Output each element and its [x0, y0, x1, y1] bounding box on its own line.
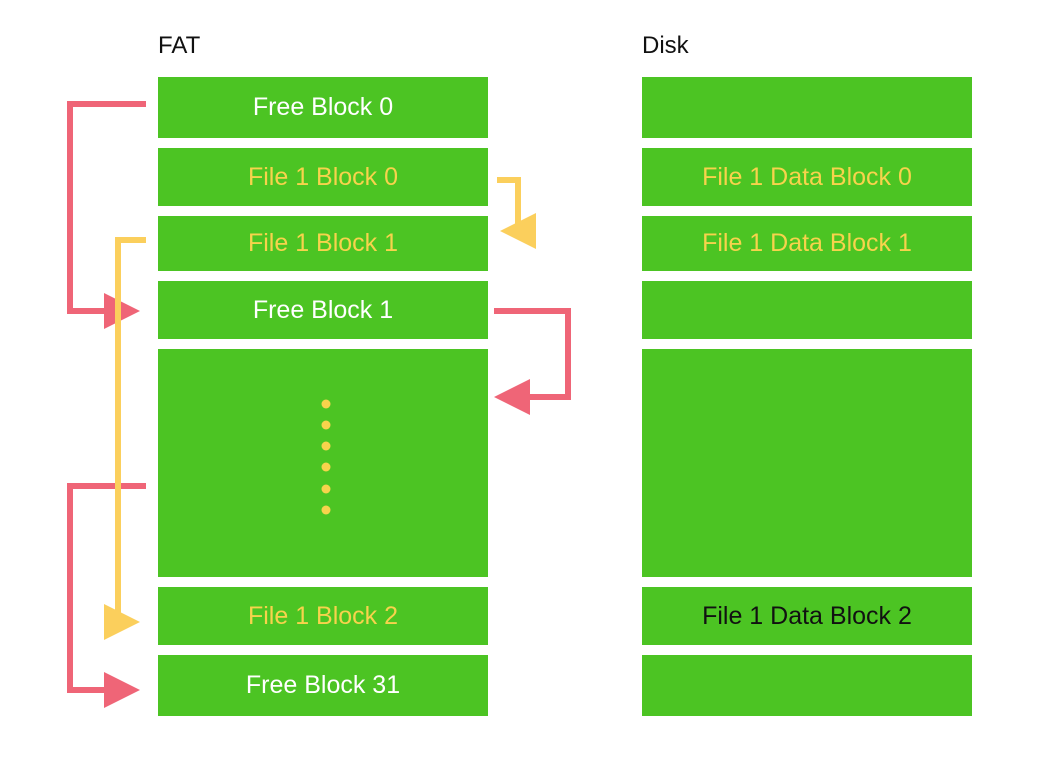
disk-block-5: File 1 Data Block 2	[642, 587, 972, 645]
fat-block-gap	[158, 349, 488, 577]
ellipsis-dot	[321, 462, 331, 472]
ellipsis-dot	[321, 399, 331, 409]
ellipsis-dots	[321, 399, 331, 515]
fat-block-1: File 1 Block 0	[158, 148, 488, 206]
fat-block-5: File 1 Block 2	[158, 587, 488, 645]
fat-column-title: FAT	[158, 32, 201, 59]
fat-block-6: Free Block 31	[158, 655, 488, 716]
disk-block-1: File 1 Data Block 0	[642, 148, 972, 206]
disk-block-gap	[642, 349, 972, 577]
ellipsis-dot	[321, 420, 331, 430]
fat-block-0: Free Block 0	[158, 77, 488, 138]
file-chain-arrow-1-to-2	[104, 237, 146, 640]
disk-block-2: File 1 Data Block 1	[642, 216, 972, 271]
disk-block-3	[642, 281, 972, 339]
disk-block-0	[642, 77, 972, 138]
free-chain-arrow-gap-to-31	[67, 483, 146, 708]
disk-block-6	[642, 655, 972, 716]
ellipsis-dot	[321, 505, 331, 515]
ellipsis-dot	[321, 441, 331, 451]
file-chain-arrow-0-to-1	[497, 177, 536, 249]
disk-column-title: Disk	[642, 32, 689, 59]
fat-block-3: Free Block 1	[158, 281, 488, 339]
free-chain-arrow-1-to-gap	[494, 308, 571, 415]
ellipsis-dot	[321, 484, 331, 494]
free-chain-arrow-0-to-1	[67, 101, 146, 329]
fat-block-2: File 1 Block 1	[158, 216, 488, 271]
